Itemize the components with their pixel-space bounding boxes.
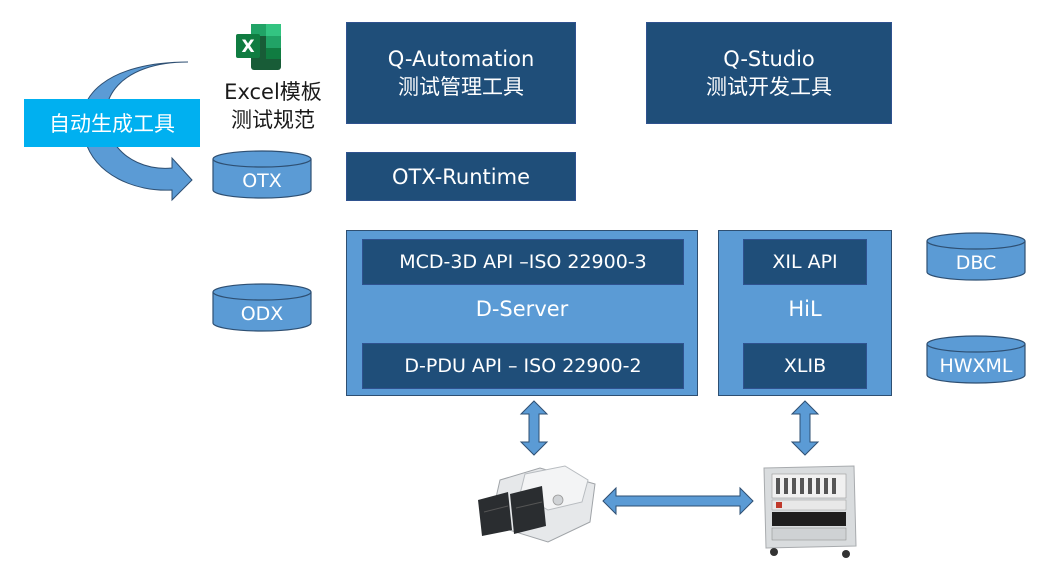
q-studio-title: Q-Studio [723,47,815,71]
double-arrow-vertical-icon [790,400,820,456]
database-cylinder-icon [212,283,312,332]
q-studio-box[interactable]: Q-Studio 测试开发工具 [646,22,892,124]
excel-icon-letter: X [241,37,254,57]
xlib-box[interactable]: XLIB [743,343,867,389]
otx-label: OTX [242,170,282,192]
d-server-label: D-Server [475,297,569,321]
database-cylinder-icon [926,335,1026,384]
database-cylinder-icon [212,150,312,199]
hil-rack-device-icon [763,465,857,558]
d-pdu-api-label: D-PDU API – ISO 22900-2 [404,355,642,377]
otx-database[interactable]: OTX [212,150,312,200]
hil-label: HiL [788,297,822,321]
excel-caption-line2: 测试规范 [231,108,315,132]
hwxml-database[interactable]: HWXML [926,335,1026,385]
excel-caption-line1: Excel模板 [224,80,322,104]
auto-generation-tool-label: 自动生成工具 [24,99,200,147]
d-pdu-api-box[interactable]: D-PDU API – ISO 22900-2 [362,343,684,389]
otx-runtime-box[interactable]: OTX-Runtime [346,152,576,201]
xil-api-box[interactable]: XIL API [743,239,867,285]
otx-runtime-label: OTX-Runtime [392,164,530,189]
odx-database[interactable]: ODX [212,283,312,333]
double-arrow-horizontal-icon [602,486,754,516]
mcd-3d-api-box[interactable]: MCD-3D API –ISO 22900-3 [362,239,684,285]
dbc-database[interactable]: DBC [926,232,1026,282]
excel-icon: X [236,24,281,70]
q-automation-subtitle: 测试管理工具 [398,75,524,99]
d-server-box[interactable]: MCD-3D API –ISO 22900-3 D-Server D-PDU A… [346,230,698,396]
excel-template-caption: Excel模板 测试规范 [208,78,338,134]
double-arrow-vertical-icon [519,400,549,456]
odx-label: ODX [240,303,284,325]
hil-box[interactable]: XIL API HiL XLIB [718,230,892,396]
database-cylinder-icon [926,232,1026,281]
mcd-3d-api-label: MCD-3D API –ISO 22900-3 [399,251,647,273]
q-studio-subtitle: 测试开发工具 [706,75,832,99]
ecu-device-icon [478,465,596,543]
q-automation-title: Q-Automation [387,47,535,71]
hwxml-label: HWXML [939,355,1013,377]
q-automation-box[interactable]: Q-Automation 测试管理工具 [346,22,576,124]
dbc-label: DBC [955,252,997,274]
xil-api-label: XIL API [772,251,838,273]
xlib-label: XLIB [783,355,827,377]
